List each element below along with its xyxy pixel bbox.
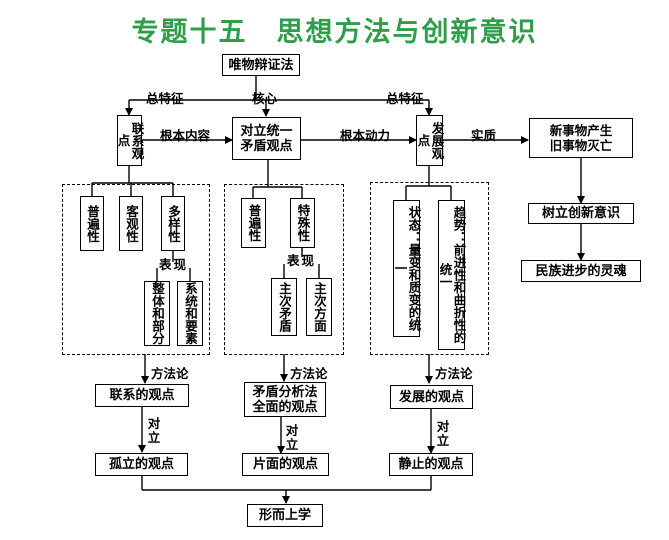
lianxi-item-duoyangxing: 多样性 [161,196,185,251]
label-shizhi: 实质 [471,128,497,143]
label-zongtezheng-right: 总特征 [386,91,424,106]
page-title: 专题十五 思想方法与创新意识 [131,17,538,48]
lianxi-sub-xitong-yaosu: 系统和要素 [177,281,203,346]
label-genben-neirong: 根本内容 [160,128,211,143]
node-shuli-chuangxin: 树立创新意识 [528,203,634,224]
node-fazhan-de-guandian: 发展的观点 [390,385,473,409]
label-fangfalun-left: 方法论 [151,366,189,381]
node-lianxi-de-guandian: 联系的观点 [95,384,189,407]
label-fangfalun-right: 方法论 [435,366,473,381]
lianxi-item-keguanxing: 客观性 [119,196,143,251]
label-duili-middle: 对立 [285,423,299,452]
lianxi-item-pubianxing: 普遍性 [80,196,104,251]
fazhan-item-zhuangtai: 状态：量变和质变的统一 [393,200,422,337]
node-lianxi-guandian: 联系观点 [116,115,145,166]
lianxi-group-frame [62,184,210,355]
node-xingershangxue: 形而上学 [247,504,323,527]
label-zongtezheng-left: 总特征 [146,91,184,106]
label-fangfalun-middle: 方法论 [290,366,328,381]
node-xinshiwu: 新事物产生 旧事物灭亡 [529,118,633,158]
node-pianmian-de-guandian: 片面的观点 [242,453,329,476]
label-duili-right: 对立 [436,419,450,448]
label-duili-left: 对立 [147,416,161,445]
duili-sub-zhuci-fangmian: 主次方面 [306,278,332,336]
node-guli-de-guandian: 孤立的观点 [95,453,188,476]
node-maodun-fenxifa: 矛盾分析法 全面的观点 [244,382,326,417]
label-biaoxian-middle: 表现 [287,253,317,268]
node-minzu-linghun: 民族进步的灵魂 [521,260,641,282]
duili-sub-zhuci-maodun: 主次矛盾 [271,278,297,336]
node-jingzhi-de-guandian: 静止的观点 [389,453,473,476]
label-genben-dongli: 根本动力 [340,128,391,143]
node-fazhan-guandian: 发展观点 [416,115,445,166]
label-hexin: 核心 [252,91,278,106]
label-biaoxian-left: 表现 [159,257,189,272]
fazhan-group-frame [370,182,489,355]
duili-item-pubianxing: 普遍性 [241,198,266,248]
duili-item-teshuxing: 特殊性 [290,198,315,248]
fazhan-item-qushi: 趋势：前进性和曲折性的统一 [438,200,467,350]
lianxi-sub-zhengti-bufen: 整体和部分 [144,281,170,346]
node-duili-tongyi: 对立统一 矛盾观点 [232,117,301,160]
duili-group-frame [224,184,344,355]
node-weiwu-bianzhengfa: 唯物辩证法 [222,54,300,76]
